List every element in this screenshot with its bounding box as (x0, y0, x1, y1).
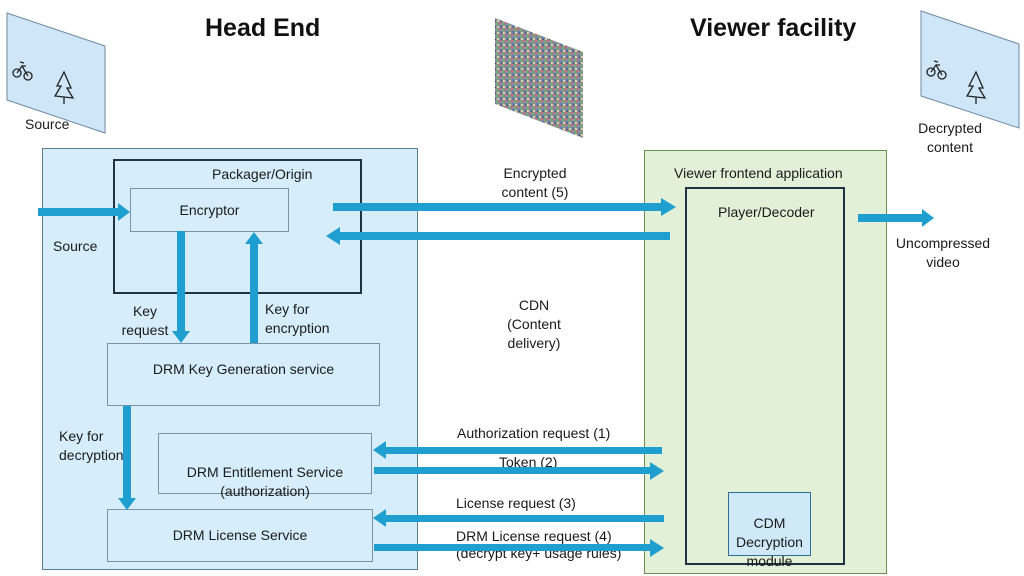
arrow-encrypted-content (333, 198, 676, 216)
key-for-encryption-label: Key for encryption (265, 301, 330, 336)
drm-license-service-label: DRM License Service (172, 527, 308, 543)
arrow-key-request (172, 231, 190, 343)
arrow-license-request (373, 509, 664, 527)
viewer-facility-title: Viewer facility (690, 14, 857, 42)
head-end-title: Head End (205, 14, 321, 42)
arrow-drm-license-request (374, 539, 664, 557)
arrow-key-for-decryption (118, 406, 136, 510)
player-decoder-label: Player/Decoder (718, 204, 815, 220)
arrow-cdn-request (326, 227, 670, 245)
uncompressed-video-label: Uncompressed video (895, 235, 991, 270)
drm-entitlement-box: DRM Entitlement Service (authorization) (158, 433, 372, 499)
cdm-decryption-module-box: CDM Decryption module (728, 492, 811, 569)
tree-icon (965, 70, 987, 104)
arrow-source-to-encryptor (38, 203, 130, 221)
packager-origin-label: Packager/Origin (212, 166, 313, 182)
drm-entitlement-label: DRM Entitlement Service (authorization) (186, 464, 344, 499)
cdn-label: CDN (Content delivery) (507, 297, 561, 351)
viewer-frontend-label: Viewer frontend application (674, 165, 843, 181)
key-request-label: Key request (121, 303, 169, 338)
tree-icon (53, 70, 75, 104)
license-request-label: License request (3) (456, 495, 576, 511)
authorization-request-label: Authorization request (1) (457, 425, 611, 441)
source-input-label: Source (53, 238, 98, 254)
arrow-uncompressed-video (858, 209, 934, 227)
arrow-token (374, 462, 664, 480)
packager-origin-box (113, 159, 362, 294)
encrypted-frame-icon (495, 18, 583, 138)
source-top-label: Source (25, 116, 70, 132)
drm-key-generation-box: DRM Key Generation service (107, 343, 380, 406)
encryptor-label: Encryptor (179, 202, 240, 218)
cdm-decryption-module-label: CDM Decryption module (736, 515, 803, 569)
arrow-key-for-encryption (245, 232, 263, 343)
drm-license-service-box: DRM License Service (107, 509, 373, 562)
key-for-decryption-label: Key for decryption (59, 428, 124, 463)
encryptor-box: Encryptor (130, 188, 289, 232)
bicycle-icon (12, 61, 33, 81)
encrypted-content-label: Encrypted content (5) (501, 165, 569, 200)
arrow-authorization-request (373, 441, 662, 459)
drm-key-generation-label: DRM Key Generation service (152, 361, 335, 377)
token-label: Token (2) (499, 454, 558, 470)
source-panel-icon (6, 12, 106, 134)
decrypted-content-label: Decrypted content (918, 120, 982, 155)
decrypted-panel-icon (920, 10, 1020, 129)
bicycle-icon (926, 60, 947, 80)
player-decoder-box (685, 187, 845, 565)
